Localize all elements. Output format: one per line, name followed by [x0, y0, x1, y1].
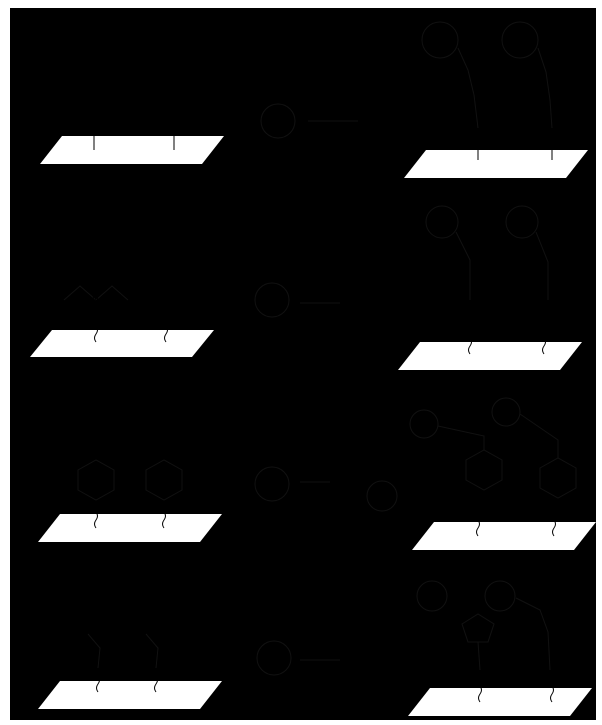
row-3: Br O O O [38, 397, 596, 554]
chain-bond [477, 641, 481, 671]
plate-edge [412, 550, 574, 554]
linker-wavy-icon [94, 317, 98, 343]
surface-plate-icon [404, 150, 588, 178]
chain-bond [537, 47, 553, 129]
row-1-reagent: Y [260, 103, 366, 139]
ring-molecule-icon [491, 397, 521, 427]
row-4: N N N N N [38, 580, 592, 719]
ring-molecule-icon [505, 205, 539, 239]
plate-edge [404, 178, 566, 182]
atom-label: O [570, 311, 577, 321]
chain-bond [437, 425, 485, 450]
row-4-reagent: N [256, 640, 351, 676]
plate-edge [38, 542, 200, 546]
atom-label: CN [500, 311, 513, 321]
atom-label: O [196, 295, 203, 305]
row-3-left-plate: Br O O [38, 459, 222, 546]
ring-molecule-icon [77, 459, 115, 501]
atom-label: N [162, 295, 169, 305]
atom-label: N [140, 625, 147, 635]
plate-edge [38, 709, 200, 713]
atom-label: CN [120, 301, 133, 311]
plate-edge [398, 370, 560, 374]
linker-wavy-icon [154, 667, 158, 693]
row-4-right-plate: N N [408, 580, 592, 719]
ring-molecule-icon [254, 282, 290, 318]
linker-wavy-icon [476, 511, 480, 537]
surface-plate-icon [398, 342, 582, 370]
row-2-reagent: SH [254, 282, 356, 318]
ring-molecule-icon [366, 480, 398, 512]
ring-molecule-icon [484, 580, 516, 612]
linker-wavy-icon [552, 511, 556, 537]
row-1-left-plate: X Y [40, 117, 224, 168]
linker-wavy-icon [164, 317, 168, 343]
ring-molecule-icon [260, 103, 296, 139]
reagent-label: O [312, 471, 319, 481]
linker-wavy-icon [550, 677, 554, 703]
ring-molecule-icon [416, 580, 448, 612]
group-label: Y [169, 117, 176, 127]
atom-label: N [82, 625, 89, 635]
chain-bond [457, 47, 479, 129]
linker-wavy-icon [468, 329, 472, 355]
ring-molecule-icon [254, 466, 290, 502]
reagent-label: N [344, 657, 351, 667]
surface-plate-icon [40, 136, 224, 164]
atom-label: O [56, 295, 63, 305]
row-3-reagent: O [254, 466, 398, 512]
reagent-label: SH [344, 300, 356, 310]
ring-molecule-icon [256, 640, 292, 676]
linker-wavy-icon [542, 329, 546, 355]
chain-bond [87, 633, 101, 669]
row-1-right-plate: X X [404, 21, 588, 182]
group-label: X [548, 127, 554, 137]
row-4-left-plate: N N [38, 625, 222, 713]
group-label: X [90, 117, 96, 127]
atom-label: N [540, 305, 547, 315]
atom-label: O [432, 309, 439, 319]
atom-label: N [92, 295, 99, 305]
atom-label: O [124, 491, 131, 501]
surface-plate-icon [412, 522, 596, 550]
atom-label: N [452, 649, 459, 659]
reagent-label: Y [359, 117, 366, 127]
ring-molecule-icon [145, 459, 183, 501]
linker-wavy-icon [94, 503, 98, 529]
surface-plate-icon [408, 688, 592, 716]
row-2: O N CN N O SH O N [30, 205, 582, 374]
chain-bond [145, 633, 159, 669]
atom-label: Br [56, 459, 66, 469]
row-1: X Y Y X X [40, 21, 588, 182]
row-2-left-plate: O N CN N O [30, 285, 214, 361]
atom-label: O [192, 491, 199, 501]
chain-bond [455, 231, 471, 300]
ring-molecule-icon [421, 21, 459, 59]
plate-edge [408, 716, 570, 719]
linker-wavy-icon [162, 503, 166, 529]
ring-molecule-icon [409, 409, 439, 439]
surface-plate-icon [38, 514, 222, 542]
chain-bond [535, 231, 549, 300]
group-label: X [474, 127, 480, 137]
atom-label: N [526, 629, 533, 639]
plate-edge [30, 357, 192, 361]
ring-molecule-icon [461, 613, 495, 643]
linker-wavy-icon [478, 677, 482, 703]
ring-molecule-icon [425, 205, 459, 239]
surface-plate-icon [38, 681, 222, 709]
chain-bond [519, 413, 559, 458]
row-3-right-plate [409, 397, 596, 554]
atom-label: N [466, 305, 473, 315]
maleimide-bonds [63, 285, 129, 301]
plate-edge [40, 164, 202, 168]
surface-plate-icon [30, 330, 214, 357]
linker-wavy-icon [96, 667, 100, 693]
chain-bond [515, 597, 551, 671]
row-2-right-plate: O N CN N O [398, 205, 582, 374]
ring-molecule-icon [501, 21, 539, 59]
